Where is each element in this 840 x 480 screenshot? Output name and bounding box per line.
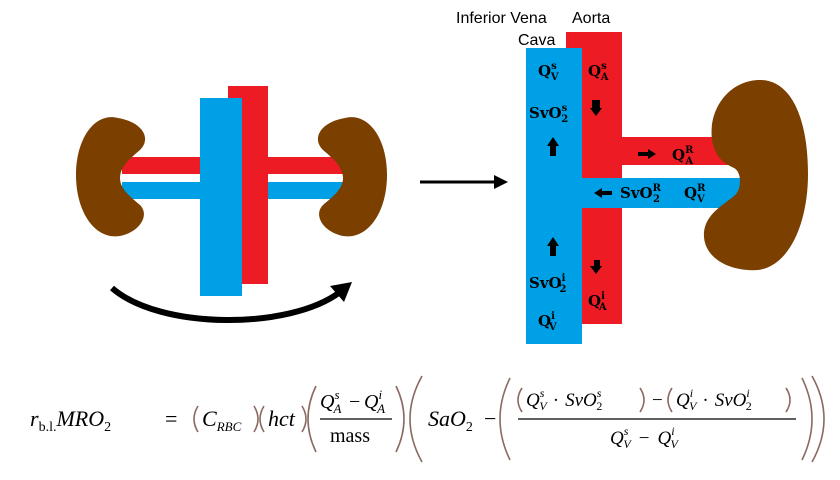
arrow-down-aorta-bottom-head (590, 266, 602, 274)
ivc-label-line1: Inferior Vena (456, 10, 547, 27)
left-kidney-l (76, 117, 146, 237)
eq-minus-3: − (652, 390, 663, 411)
left-vena-cava (200, 98, 242, 296)
rotation-arrow (110, 285, 342, 323)
arrow-down-aorta-top-head (590, 108, 602, 116)
paren-mass-open (307, 385, 317, 453)
flow-arrows (547, 100, 656, 274)
paren-crbc-close (253, 405, 259, 433)
arrow-down-aorta-top (592, 100, 600, 108)
right-kidney (703, 80, 808, 271)
center-arrow (420, 175, 508, 189)
eq-sao2: SaO2 (428, 406, 473, 435)
aorta-label: Aorta (572, 10, 610, 27)
paren-num2-open (667, 387, 673, 413)
arrow-up-vena-bottom-head (547, 237, 559, 246)
paren-mass-close (395, 385, 405, 453)
arrow-right-renal-artery-head (648, 149, 656, 159)
eq-minus-2: − (484, 406, 496, 431)
paren-crbc-open (193, 405, 199, 433)
left-overview (76, 86, 387, 323)
eq-equals: = (165, 406, 177, 431)
paren-num1-close (639, 387, 645, 413)
paren-hct-close (301, 405, 307, 433)
paren-inner-open (499, 377, 511, 461)
paren-num1-open (517, 387, 523, 413)
eq-hct: hct (268, 406, 296, 431)
eq-minus-1: − (349, 391, 360, 413)
paren-outer-close (811, 375, 825, 463)
arrow-left-renal-vein (602, 191, 612, 195)
arrow-up-vena-bottom (550, 246, 556, 256)
arrow-down-aorta-bottom (594, 260, 600, 266)
arrow-left-renal-vein-head (594, 188, 602, 198)
eq-crbc: CRBC (202, 406, 242, 434)
paren-outer-open (409, 375, 423, 463)
eq-mass: mass (330, 425, 370, 447)
arrow-up-vena-top (550, 146, 556, 156)
ivc-label-line2: Cava (518, 32, 555, 49)
right-vena-cava (526, 48, 582, 344)
rotation-arrowhead (330, 282, 352, 302)
left-kidney-r (317, 117, 387, 237)
arrow-up-vena-top-head (547, 137, 559, 146)
eq-lhs: rb.l.MRO2 (30, 406, 111, 435)
paren-inner-close (801, 377, 813, 461)
right-renal-artery (566, 137, 740, 165)
paren-num2-close (785, 387, 791, 413)
arrow-right-renal-artery (638, 152, 648, 156)
paren-hct-open (259, 405, 265, 433)
